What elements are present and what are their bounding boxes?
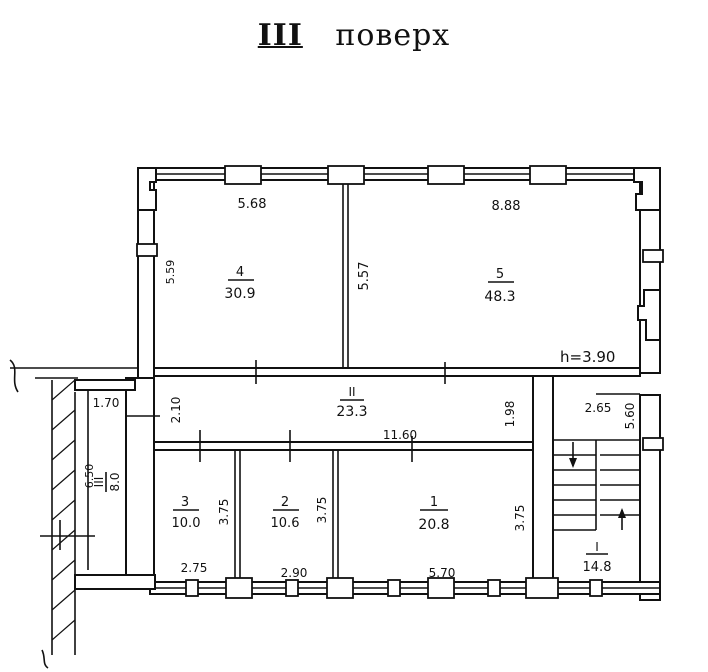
room-ii-area: 23.3 bbox=[336, 404, 367, 420]
dimension-labels: 5.68 8.88 5.59 5.57 5.60 h=3.90 1.70 2.1… bbox=[83, 197, 637, 580]
room-i-label: I 14.8 bbox=[583, 540, 612, 575]
partitions bbox=[126, 180, 641, 589]
room-2-area: 10.6 bbox=[271, 516, 300, 531]
outer-walls bbox=[74, 167, 661, 601]
dim-room4-depth: 5.59 bbox=[164, 260, 177, 285]
dim-corridor-right: 1.98 bbox=[503, 401, 517, 428]
room-i-area: 14.8 bbox=[583, 560, 612, 575]
floor-number: III bbox=[257, 18, 303, 53]
room-ii-label: II 23.3 bbox=[336, 385, 367, 420]
dim-corridor-left: 1.70 bbox=[93, 396, 120, 410]
dim-stair-width: 2.65 bbox=[585, 401, 612, 415]
room-3-number: 3 bbox=[181, 495, 189, 510]
room-iii-area: 8.0 bbox=[108, 472, 122, 491]
room-5-label: 5 48.3 bbox=[484, 267, 515, 305]
dim-room2-width: 2.90 bbox=[281, 566, 308, 580]
room-5-area: 48.3 bbox=[484, 289, 515, 305]
room-iii-number: III bbox=[92, 477, 106, 488]
dim-right-depth: 5.60 bbox=[623, 403, 637, 430]
room-ii-number: II bbox=[348, 385, 355, 399]
room-iii-label: III 8.0 bbox=[92, 472, 122, 492]
floor-title: III поверх bbox=[0, 18, 708, 53]
dim-room3-depth: 3.75 bbox=[217, 499, 231, 526]
room-1-number: 1 bbox=[430, 495, 438, 510]
dim-room4-width: 5.68 bbox=[238, 197, 267, 212]
dim-room-iii-depth: 6.50 bbox=[83, 464, 96, 489]
staircase bbox=[553, 393, 640, 531]
room-4-area: 30.9 bbox=[224, 286, 255, 302]
room-1-area: 20.8 bbox=[418, 517, 449, 533]
room-4-number: 4 bbox=[236, 265, 244, 280]
dim-room1-depth: 3.75 bbox=[513, 505, 527, 532]
dim-room3-width: 2.75 bbox=[181, 561, 208, 575]
room-2-number: 2 bbox=[281, 495, 289, 510]
room-1-label: 1 20.8 bbox=[418, 495, 449, 533]
room-5-number: 5 bbox=[496, 267, 504, 282]
floor-word: поверх bbox=[335, 18, 451, 53]
room-4-label: 4 30.9 bbox=[224, 265, 255, 302]
dim-partition-4-5: 5.57 bbox=[357, 262, 372, 291]
dim-room1-width: 5.70 bbox=[429, 566, 456, 580]
neighbor-wall bbox=[9, 359, 140, 669]
dim-corridor-depth: 2.10 bbox=[169, 397, 183, 424]
dim-room5-width: 8.88 bbox=[492, 199, 521, 214]
dim-room2-depth: 3.75 bbox=[315, 497, 329, 524]
ceiling-height: h=3.90 bbox=[560, 348, 615, 366]
dim-corridor-length: 11.60 bbox=[383, 428, 417, 442]
room-2-label: 2 10.6 bbox=[271, 495, 300, 531]
room-i-number: I bbox=[595, 540, 599, 554]
windows bbox=[136, 165, 664, 599]
room-3-area: 10.0 bbox=[172, 516, 201, 531]
room-3-label: 3 10.0 bbox=[172, 495, 201, 531]
